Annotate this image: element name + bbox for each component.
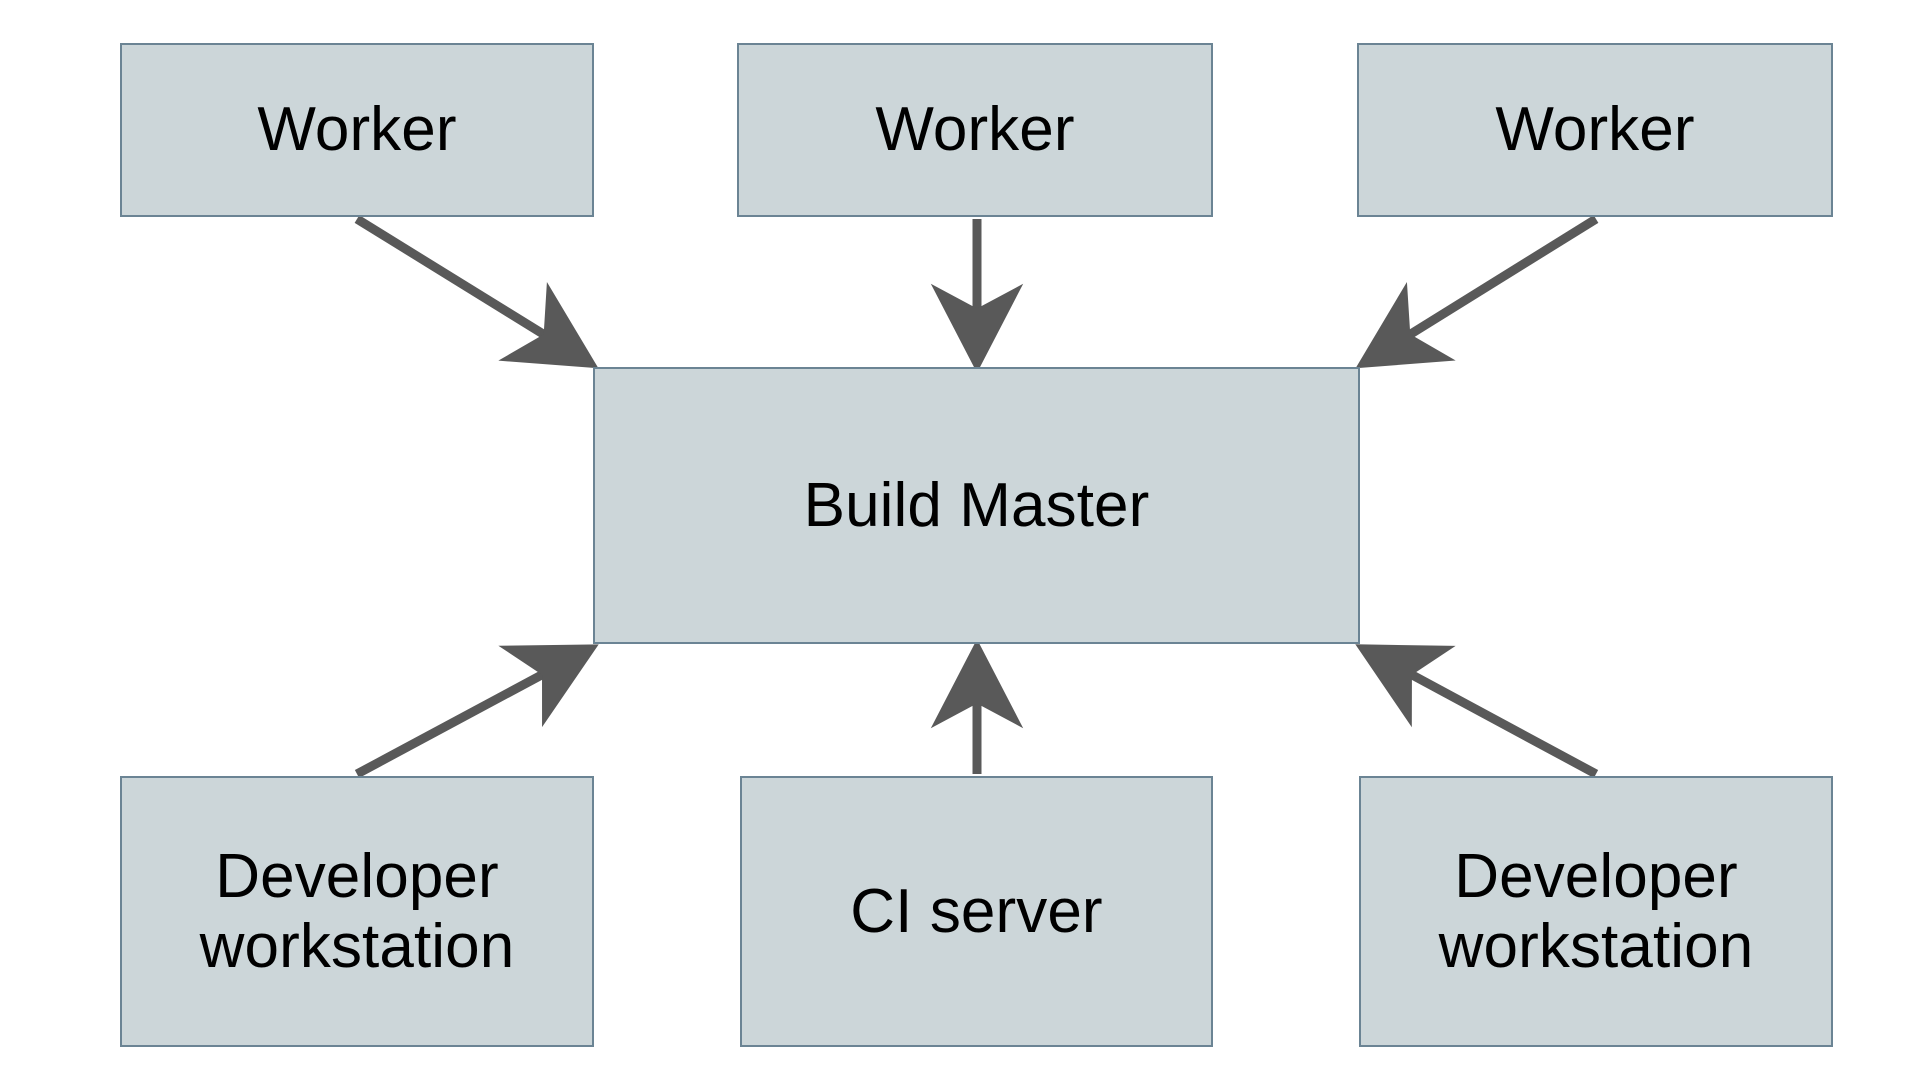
node-ci-server[interactable]: CI server bbox=[740, 776, 1213, 1047]
edge-worker-right-to-master bbox=[1355, 215, 1599, 369]
edge-dev-left-to-master bbox=[354, 644, 599, 778]
node-worker-center-label: Worker bbox=[875, 95, 1075, 165]
node-worker-center[interactable]: Worker bbox=[737, 43, 1213, 217]
node-developer-workstation-right[interactable]: Developer workstation bbox=[1359, 776, 1833, 1047]
node-worker-right-label: Worker bbox=[1495, 95, 1695, 165]
node-build-master[interactable]: Build Master bbox=[593, 367, 1360, 644]
edge-worker-left-to-master bbox=[354, 215, 599, 369]
node-developer-workstation-left[interactable]: Developer workstation bbox=[120, 776, 594, 1047]
node-worker-left-label: Worker bbox=[257, 95, 457, 165]
node-ci-server-label: CI server bbox=[850, 876, 1103, 946]
node-worker-right[interactable]: Worker bbox=[1357, 43, 1833, 217]
node-worker-left[interactable]: Worker bbox=[120, 43, 594, 217]
edge-dev-right-to-master bbox=[1355, 644, 1599, 778]
node-build-master-label: Build Master bbox=[803, 470, 1150, 540]
node-developer-workstation-left-label: Developer workstation bbox=[199, 842, 515, 981]
node-developer-workstation-right-label: Developer workstation bbox=[1438, 842, 1754, 981]
